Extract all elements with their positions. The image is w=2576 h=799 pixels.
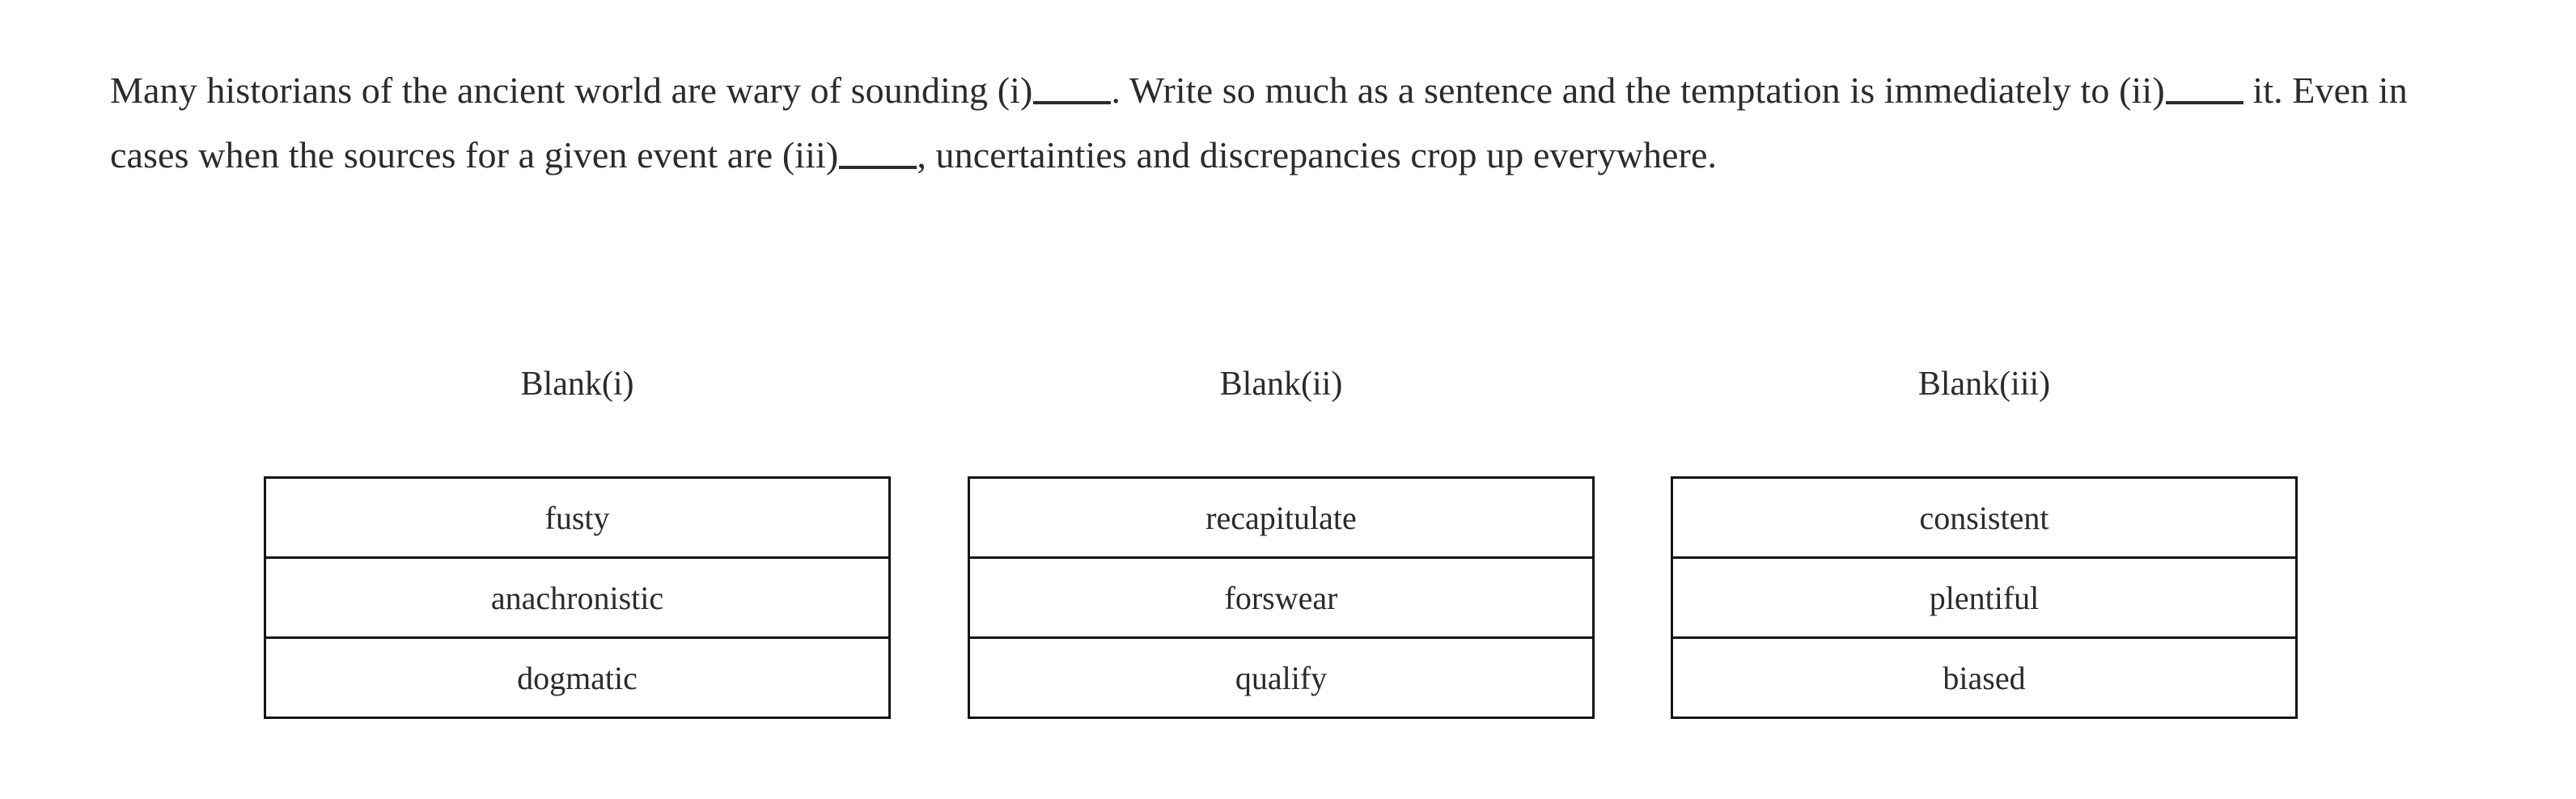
choice-table-blank-i: fusty anachronistic dogmatic — [264, 476, 891, 719]
answer-choice-columns: Blank(i) fusty anachronistic dogmatic Bl… — [0, 364, 2576, 744]
answer-column-blank-ii: Blank(ii) recapitulate forswear qualify — [968, 364, 1595, 719]
choice-option-i-3[interactable]: dogmatic — [264, 636, 891, 719]
table-row[interactable]: qualify — [968, 636, 1595, 719]
choice-option-ii-2[interactable]: forswear — [968, 556, 1595, 639]
blank-iii[interactable] — [839, 138, 917, 169]
passage-text: Many historians of the ancient world are… — [110, 58, 2456, 188]
answer-column-blank-i: Blank(i) fusty anachronistic dogmatic — [264, 364, 891, 719]
blank-i[interactable] — [1033, 74, 1112, 104]
table-row[interactable]: plentiful — [1671, 556, 2298, 639]
column-header-blank-ii: Blank(ii) — [1219, 366, 1343, 403]
blank-ii[interactable] — [2165, 74, 2243, 104]
choice-option-ii-3[interactable]: qualify — [968, 636, 1595, 719]
table-row[interactable]: dogmatic — [264, 636, 891, 719]
choice-option-iii-1[interactable]: consistent — [1671, 476, 2298, 559]
choice-option-iii-3[interactable]: biased — [1671, 636, 2298, 719]
answer-column-blank-iii: Blank(iii) consistent plentiful biased — [1671, 364, 2298, 719]
passage-segment-1: Many historians of the ancient world are… — [110, 70, 1033, 111]
column-header-blank-iii: Blank(iii) — [1917, 366, 2051, 403]
table-row[interactable]: anachronistic — [264, 556, 891, 639]
choice-option-iii-2[interactable]: plentiful — [1671, 556, 2298, 639]
choice-option-i-1[interactable]: fusty — [264, 476, 891, 559]
passage-segment-4: , uncertainties and discrepancies crop u… — [917, 134, 1718, 175]
passage-segment-2: . Write so much as a sentence and the te… — [1111, 70, 2165, 111]
table-row[interactable]: fusty — [264, 476, 891, 559]
column-header-blank-i: Blank(i) — [520, 366, 634, 403]
choice-option-ii-1[interactable]: recapitulate — [968, 476, 1595, 559]
table-row[interactable]: recapitulate — [968, 476, 1595, 559]
choice-option-i-2[interactable]: anachronistic — [264, 556, 891, 639]
table-row[interactable]: forswear — [968, 556, 1595, 639]
choice-table-blank-ii: recapitulate forswear qualify — [968, 476, 1595, 719]
passage-segment-3: it. Even in cases when the sources for a… — [110, 70, 2417, 175]
table-row[interactable]: consistent — [1671, 476, 2298, 559]
choice-table-blank-iii: consistent plentiful biased — [1671, 476, 2298, 719]
table-row[interactable]: biased — [1671, 636, 2298, 719]
